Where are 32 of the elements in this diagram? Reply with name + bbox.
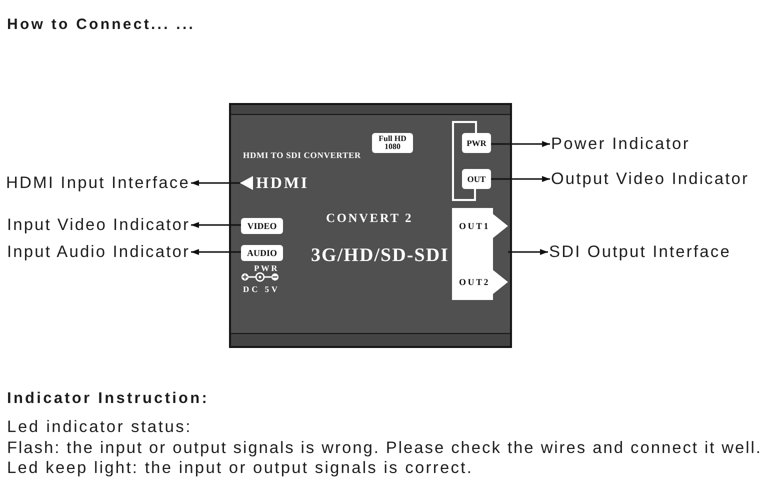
callout-label: Output Video Indicator <box>551 169 749 189</box>
leader-line <box>191 222 241 228</box>
callout-label: HDMI Input Interface <box>6 173 190 193</box>
instruction-text: Led indicator status: <box>7 417 192 437</box>
indicator-label: VIDEO <box>241 218 283 234</box>
callout-label: Input Audio Indicator <box>7 242 190 262</box>
sdi-output-port <box>452 208 508 300</box>
voltage-label: DC 5V <box>243 284 280 294</box>
model-text: CONVERT 2 <box>326 210 413 226</box>
callout-label: Input Video Indicator <box>7 215 190 235</box>
callout-label: SDI Output Interface <box>549 242 732 262</box>
leader-line <box>491 176 550 182</box>
instruction-text: Led keep light: the input or output signals is correct. <box>7 458 474 478</box>
device-subtitle: HDMI TO SDI CONVERTER <box>243 150 361 160</box>
leader-line <box>191 180 240 186</box>
resolution-badge: Full HD 1080 <box>372 133 413 153</box>
section-heading: Indicator Instruction: <box>7 388 210 408</box>
leader-line <box>491 141 550 147</box>
indicator-label: AUDIO <box>241 245 283 261</box>
instruction-text: Flash: the input or output signals is wrong. Please check the wires and connect it well. <box>7 438 762 458</box>
leader-line <box>508 249 548 255</box>
power-label: PWR <box>254 263 279 273</box>
led-indicator-label: PWR <box>462 133 491 153</box>
converter-device <box>229 103 512 348</box>
format-text: 3G/HD/SD-SDI <box>311 244 449 266</box>
port-label: HDMI <box>256 174 310 192</box>
led-indicator-label: OUT <box>462 169 491 189</box>
callout-label: Power Indicator <box>551 134 690 154</box>
port-label: OUT1 <box>459 220 490 232</box>
port-label: OUT2 <box>459 276 490 288</box>
leader-line <box>191 249 241 255</box>
page-title: How to Connect... ... <box>7 16 196 34</box>
